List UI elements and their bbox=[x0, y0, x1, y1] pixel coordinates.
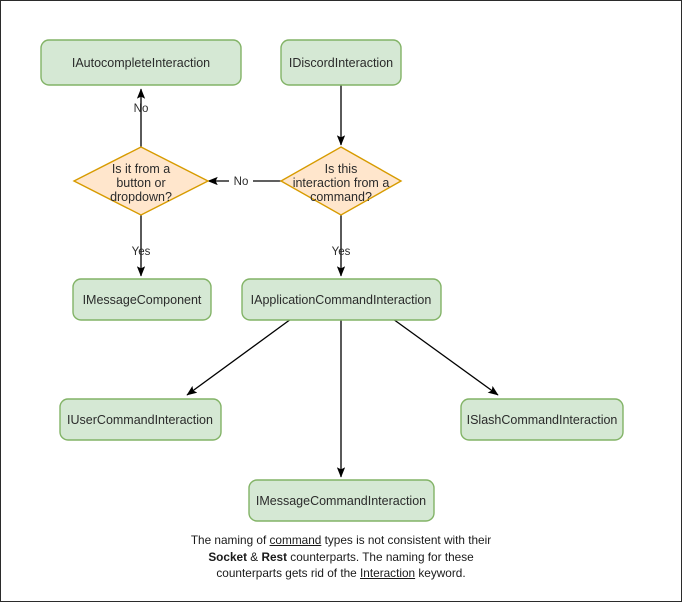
caption-l2-bold-rest: Rest bbox=[261, 549, 288, 564]
node-decision-button-or-dropdown[interactable]: Is it from a button or dropdown? bbox=[72, 146, 210, 216]
node-label-discord: IDiscordInteraction bbox=[289, 56, 393, 70]
node-application-command-interaction[interactable]: IApplicationCommandInteraction bbox=[241, 278, 442, 321]
decision-command-line2: interaction from a bbox=[293, 176, 390, 190]
caption-line-1: The naming of command types is not consi… bbox=[1, 532, 681, 549]
node-discord-interaction[interactable]: IDiscordInteraction bbox=[280, 39, 402, 86]
node-message-component[interactable]: IMessageComponent bbox=[72, 278, 212, 321]
caption-l3-b: keyword. bbox=[415, 566, 466, 580]
node-label-application-command: IApplicationCommandInteraction bbox=[251, 293, 432, 307]
node-user-command-interaction[interactable]: IUserCommandInteraction bbox=[59, 398, 222, 441]
edge-button-to-messagecomponent: Yes bbox=[132, 213, 151, 277]
decision-command-line3: command? bbox=[310, 190, 372, 204]
edge-label-no-left: No bbox=[234, 176, 249, 188]
decision-command-line1: Is this bbox=[325, 162, 358, 176]
edge-button-to-autocomplete: No bbox=[134, 88, 149, 149]
node-label-message-command: IMessageCommandInteraction bbox=[256, 494, 426, 508]
caption-l2-rest: counterparts. The naming for these bbox=[287, 549, 474, 564]
edge-appcommand-to-slashcommand bbox=[392, 318, 499, 396]
edge-label-yes-left: Yes bbox=[132, 246, 151, 258]
decision-button-line3: dropdown? bbox=[110, 190, 172, 204]
node-label-message-component: IMessageComponent bbox=[83, 293, 202, 307]
caption-l2-bold-socket: Socket bbox=[208, 549, 247, 564]
caption-l1-a: The naming of bbox=[190, 533, 270, 547]
decision-button-line1: Is it from a bbox=[112, 162, 170, 176]
caption-l2-amp: & bbox=[247, 549, 262, 564]
caption-l1-b: types is not consistent with their bbox=[321, 533, 492, 547]
caption-l3-underline: Interaction bbox=[360, 566, 416, 580]
node-label-user-command: IUserCommandInteraction bbox=[67, 413, 213, 427]
caption-line-2: Socket & Rest counterparts. The naming f… bbox=[1, 549, 681, 566]
node-label-autocomplete: IAutocompleteInteraction bbox=[72, 56, 210, 70]
diagram-caption: The naming of command types is not consi… bbox=[1, 532, 681, 582]
caption-l3-a: counterparts gets rid of the bbox=[216, 566, 361, 580]
edge-label-no-up: No bbox=[134, 103, 149, 115]
caption-l1-underline: command bbox=[269, 533, 322, 547]
node-message-command-interaction[interactable]: IMessageCommandInteraction bbox=[248, 479, 435, 522]
caption-line-3: counterparts gets rid of the Interaction… bbox=[1, 565, 681, 582]
edge-label-yes-right: Yes bbox=[332, 246, 351, 258]
edge-command-to-appcommand: Yes bbox=[332, 213, 351, 277]
node-decision-is-command[interactable]: Is this interaction from a command? bbox=[279, 146, 403, 216]
edge-command-to-button: No bbox=[207, 174, 281, 188]
node-slash-command-interaction[interactable]: ISlashCommandInteraction bbox=[460, 398, 624, 441]
decision-button-line2: button or bbox=[116, 176, 165, 190]
edge-appcommand-to-usercommand bbox=[186, 318, 292, 396]
node-autocomplete-interaction[interactable]: IAutocompleteInteraction bbox=[40, 39, 242, 86]
node-label-slash-command: ISlashCommandInteraction bbox=[467, 413, 618, 427]
